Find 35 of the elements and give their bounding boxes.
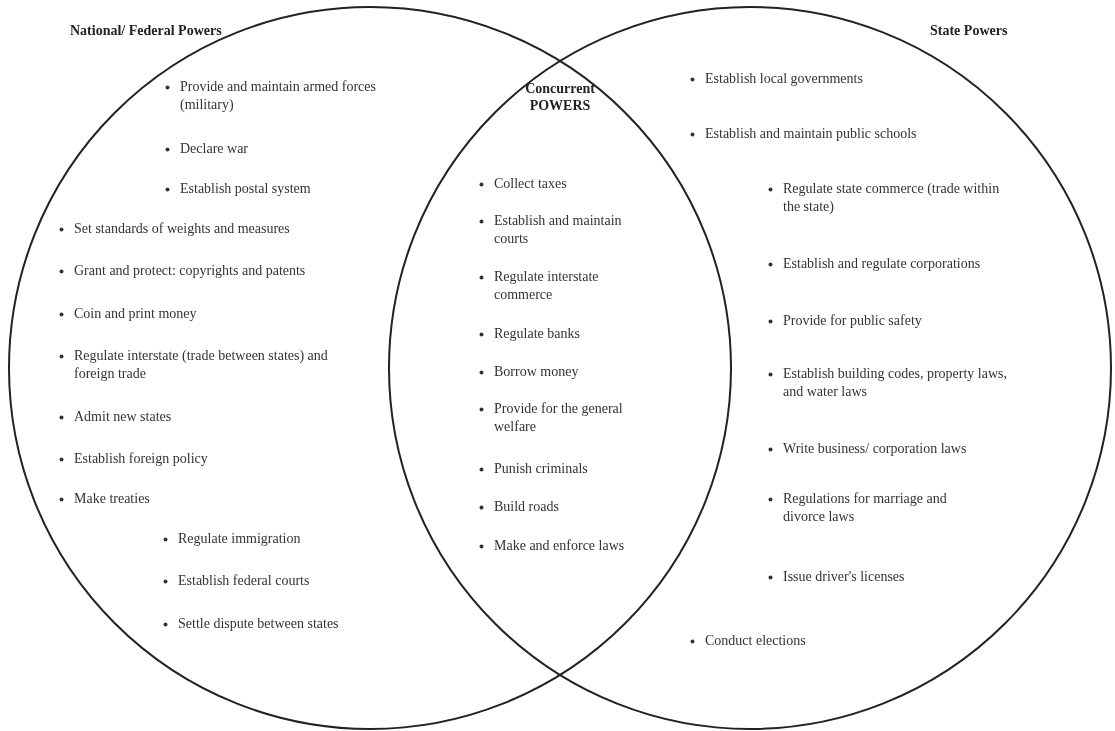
list-item: Regulations for marriage and divorce laws xyxy=(783,490,948,526)
list-item: Establish and regulate corporations xyxy=(783,255,982,273)
list-item: Regulate interstate (trade between states) and foreign trade xyxy=(74,347,329,383)
region-heading: Concurrent POWERS xyxy=(524,80,596,114)
list-item: Establish federal courts xyxy=(178,572,311,590)
list-item: Regulate state commerce (trade within the state) xyxy=(783,180,1001,216)
list-item: Grant and protect: copyrights and patents xyxy=(74,262,307,280)
list-item: Provide for the general welfare xyxy=(494,400,624,436)
list-item: Collect taxes xyxy=(494,175,568,193)
list-item: Establish postal system xyxy=(180,180,312,198)
list-item: Establish local governments xyxy=(705,70,864,88)
list-item: Make and enforce laws xyxy=(494,537,626,555)
list-item: Regulate interstate commerce xyxy=(494,268,600,304)
list-item: Provide for public safety xyxy=(783,312,923,330)
list-item: Write business/ corporation laws xyxy=(783,440,968,458)
list-item: Build roads xyxy=(494,498,560,516)
list-item: Make treaties xyxy=(74,490,151,508)
list-item: Conduct elections xyxy=(705,632,807,650)
list-item: Establish building codes, property laws, and water laws xyxy=(783,365,1008,401)
list-item: Borrow money xyxy=(494,363,580,381)
list-item: Admit new states xyxy=(74,408,173,426)
region-heading: National/ Federal Powers xyxy=(70,22,223,39)
region-heading: State Powers xyxy=(930,22,1009,39)
list-item: Regulate banks xyxy=(494,325,581,343)
list-item: Provide and maintain armed forces (military) xyxy=(180,78,377,114)
list-item: Punish criminals xyxy=(494,460,589,478)
list-item: Issue driver's licenses xyxy=(783,568,906,586)
list-item: Declare war xyxy=(180,140,249,158)
list-item: Settle dispute between states xyxy=(178,615,340,633)
list-item: Set standards of weights and measures xyxy=(74,220,291,238)
list-item: Regulate immigration xyxy=(178,530,302,548)
list-item: Establish and maintain public schools xyxy=(705,125,918,143)
list-item: Establish foreign policy xyxy=(74,450,209,468)
list-item: Coin and print money xyxy=(74,305,198,323)
list-item: Establish and maintain courts xyxy=(494,212,623,248)
